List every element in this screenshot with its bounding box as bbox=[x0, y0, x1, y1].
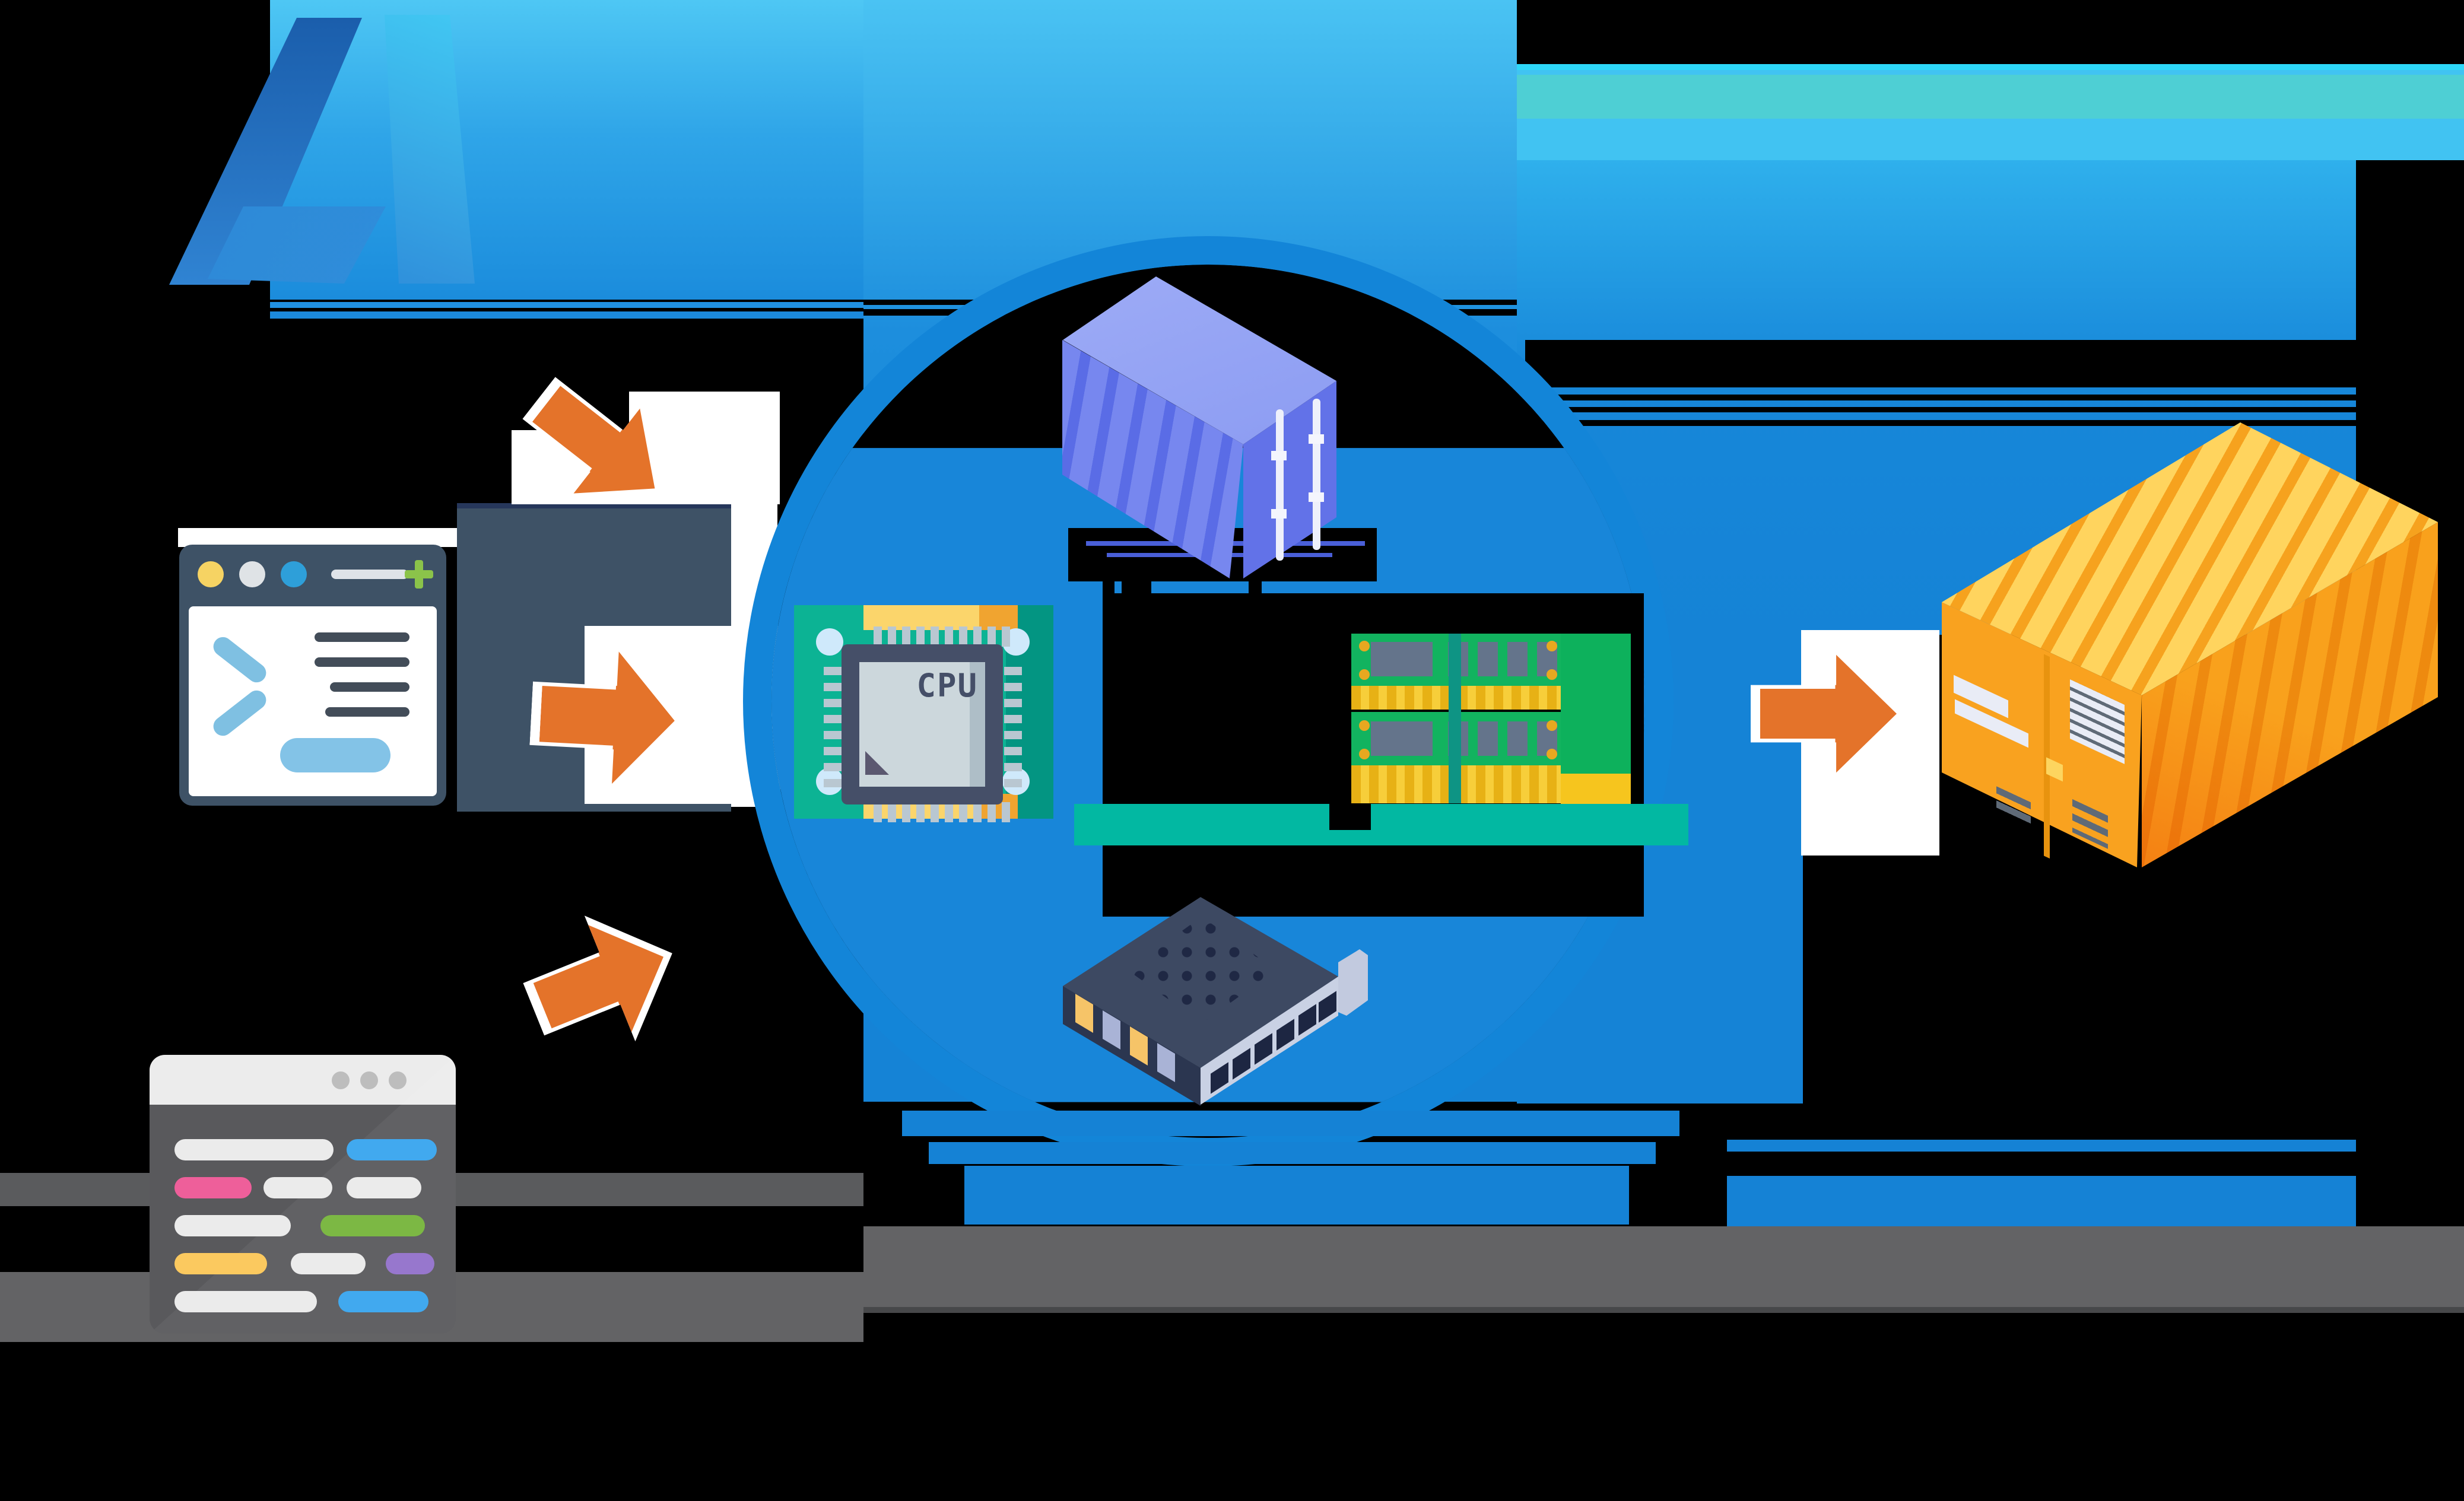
cpu-label: CPU bbox=[916, 667, 978, 704]
circle-bottom-slice bbox=[964, 1166, 1629, 1225]
backdrop-slice-line bbox=[270, 311, 863, 319]
terminal-dot-gray bbox=[239, 561, 265, 587]
ram-chips-small bbox=[1448, 721, 1561, 756]
code-bar-white bbox=[263, 1177, 332, 1198]
backdrop-glitch-line bbox=[1525, 420, 2356, 426]
code-bar-pink bbox=[174, 1177, 252, 1198]
window-dot bbox=[332, 1071, 350, 1089]
circle-bottom-slice bbox=[929, 1142, 1656, 1164]
purple-container-door-rod bbox=[1276, 409, 1284, 561]
terminal-text-line bbox=[325, 707, 409, 717]
orange-flow-arrow-3 bbox=[507, 888, 699, 1074]
terminal-window bbox=[179, 545, 446, 806]
terminal-dot-yellow bbox=[198, 561, 224, 587]
azure-logo bbox=[154, 12, 478, 288]
base-image-container-icon bbox=[1062, 276, 1338, 581]
code-bar-yellow bbox=[174, 1253, 267, 1274]
dockerfile-code-window bbox=[150, 1055, 456, 1334]
purple-container-hinge bbox=[1309, 492, 1324, 502]
ram-gold-dot bbox=[1547, 720, 1557, 731]
ram-chip-large bbox=[1371, 642, 1433, 676]
right-bottom-slice bbox=[1727, 1140, 2356, 1152]
ram-gold-dot bbox=[1359, 641, 1370, 651]
code-bar-purple bbox=[386, 1253, 434, 1274]
hidden-text-fragment bbox=[1329, 804, 1371, 830]
terminal-dot-blue bbox=[281, 561, 307, 587]
code-bar-white bbox=[174, 1139, 334, 1160]
ram-gold-dot bbox=[1547, 749, 1557, 759]
network-switch-icon bbox=[1063, 897, 1371, 1111]
ground-band-right-edge bbox=[863, 1307, 2464, 1313]
purple-container-hinge bbox=[1309, 434, 1324, 444]
purple-container-door-rod bbox=[1313, 399, 1320, 550]
door-vent bbox=[1996, 786, 2031, 829]
memory-shelf-teal-band bbox=[1074, 804, 1688, 845]
ram-gold-dot bbox=[1359, 720, 1370, 731]
terminal-plus-icon bbox=[405, 570, 433, 578]
code-bar-green bbox=[320, 1215, 425, 1236]
backdrop-glitch-line bbox=[1525, 395, 2356, 400]
cpu-pins-bottom bbox=[874, 802, 1016, 822]
ram-gold-dot bbox=[1359, 749, 1370, 759]
ground-band-right bbox=[863, 1226, 2464, 1307]
container-image-icon bbox=[1939, 415, 2464, 869]
code-bar-blue bbox=[338, 1291, 428, 1312]
white-fade-strip bbox=[178, 528, 457, 547]
ram-divider-gap bbox=[1449, 634, 1461, 803]
hidden-text-fragment bbox=[1249, 571, 1262, 594]
hidden-text-fragment bbox=[1103, 564, 1114, 594]
cpu-gold-tab bbox=[863, 605, 1018, 630]
cpu-chip-icon: CPU bbox=[794, 605, 1068, 822]
backdrop-bright-line bbox=[1517, 64, 2464, 70]
hidden-text-fragment bbox=[1122, 578, 1151, 594]
code-bar-white bbox=[174, 1291, 317, 1312]
ram-chips-small bbox=[1448, 642, 1561, 676]
backdrop-glitch-band bbox=[1525, 340, 2356, 387]
backdrop-teal-band bbox=[1517, 75, 2464, 119]
ram-gold-dot bbox=[1359, 669, 1370, 680]
terminal-command-bar bbox=[280, 738, 390, 772]
circle-bottom-slice bbox=[902, 1111, 1679, 1136]
cpu-die bbox=[859, 662, 985, 787]
terminal-text-line bbox=[315, 657, 409, 667]
door-vent bbox=[2072, 799, 2108, 849]
terminal-titlebar-line bbox=[331, 570, 408, 579]
ram-back-silhouette-gold bbox=[1561, 774, 1631, 808]
ram-gold-dot bbox=[1547, 641, 1557, 651]
terminal-text-line bbox=[315, 632, 409, 642]
ram-back-silhouette-green bbox=[1561, 634, 1631, 774]
code-bar-white bbox=[291, 1253, 366, 1274]
cpu-pins-right bbox=[1004, 667, 1022, 795]
switch-end-lip bbox=[1338, 949, 1368, 1016]
code-bar-white bbox=[174, 1215, 291, 1236]
backdrop-slice-line bbox=[270, 302, 863, 308]
code-bar-blue bbox=[347, 1139, 437, 1160]
ram-memory-icon bbox=[1351, 634, 1631, 808]
purple-container-hinge bbox=[1271, 451, 1287, 460]
right-bottom-slice bbox=[1727, 1176, 2356, 1226]
ram-chip-large bbox=[1371, 721, 1433, 756]
arrow-fill bbox=[519, 900, 686, 1062]
ram-gold-dot bbox=[1547, 669, 1557, 680]
window-dot bbox=[360, 1071, 378, 1089]
backdrop-glitch-line bbox=[1525, 407, 2356, 412]
slate-shadow-panel-edge bbox=[457, 503, 731, 508]
cpu-pins-top bbox=[874, 627, 1016, 647]
cpu-die-shade bbox=[970, 662, 985, 787]
code-bar-white bbox=[347, 1177, 421, 1198]
cpu-pins-left bbox=[824, 667, 842, 795]
terminal-text-line bbox=[330, 682, 409, 692]
door-label-sticker bbox=[2070, 679, 2125, 764]
door-divider bbox=[2044, 654, 2050, 859]
window-dot bbox=[389, 1071, 407, 1089]
purple-container-hinge bbox=[1271, 509, 1287, 519]
cpu-corner-dot bbox=[816, 628, 843, 656]
